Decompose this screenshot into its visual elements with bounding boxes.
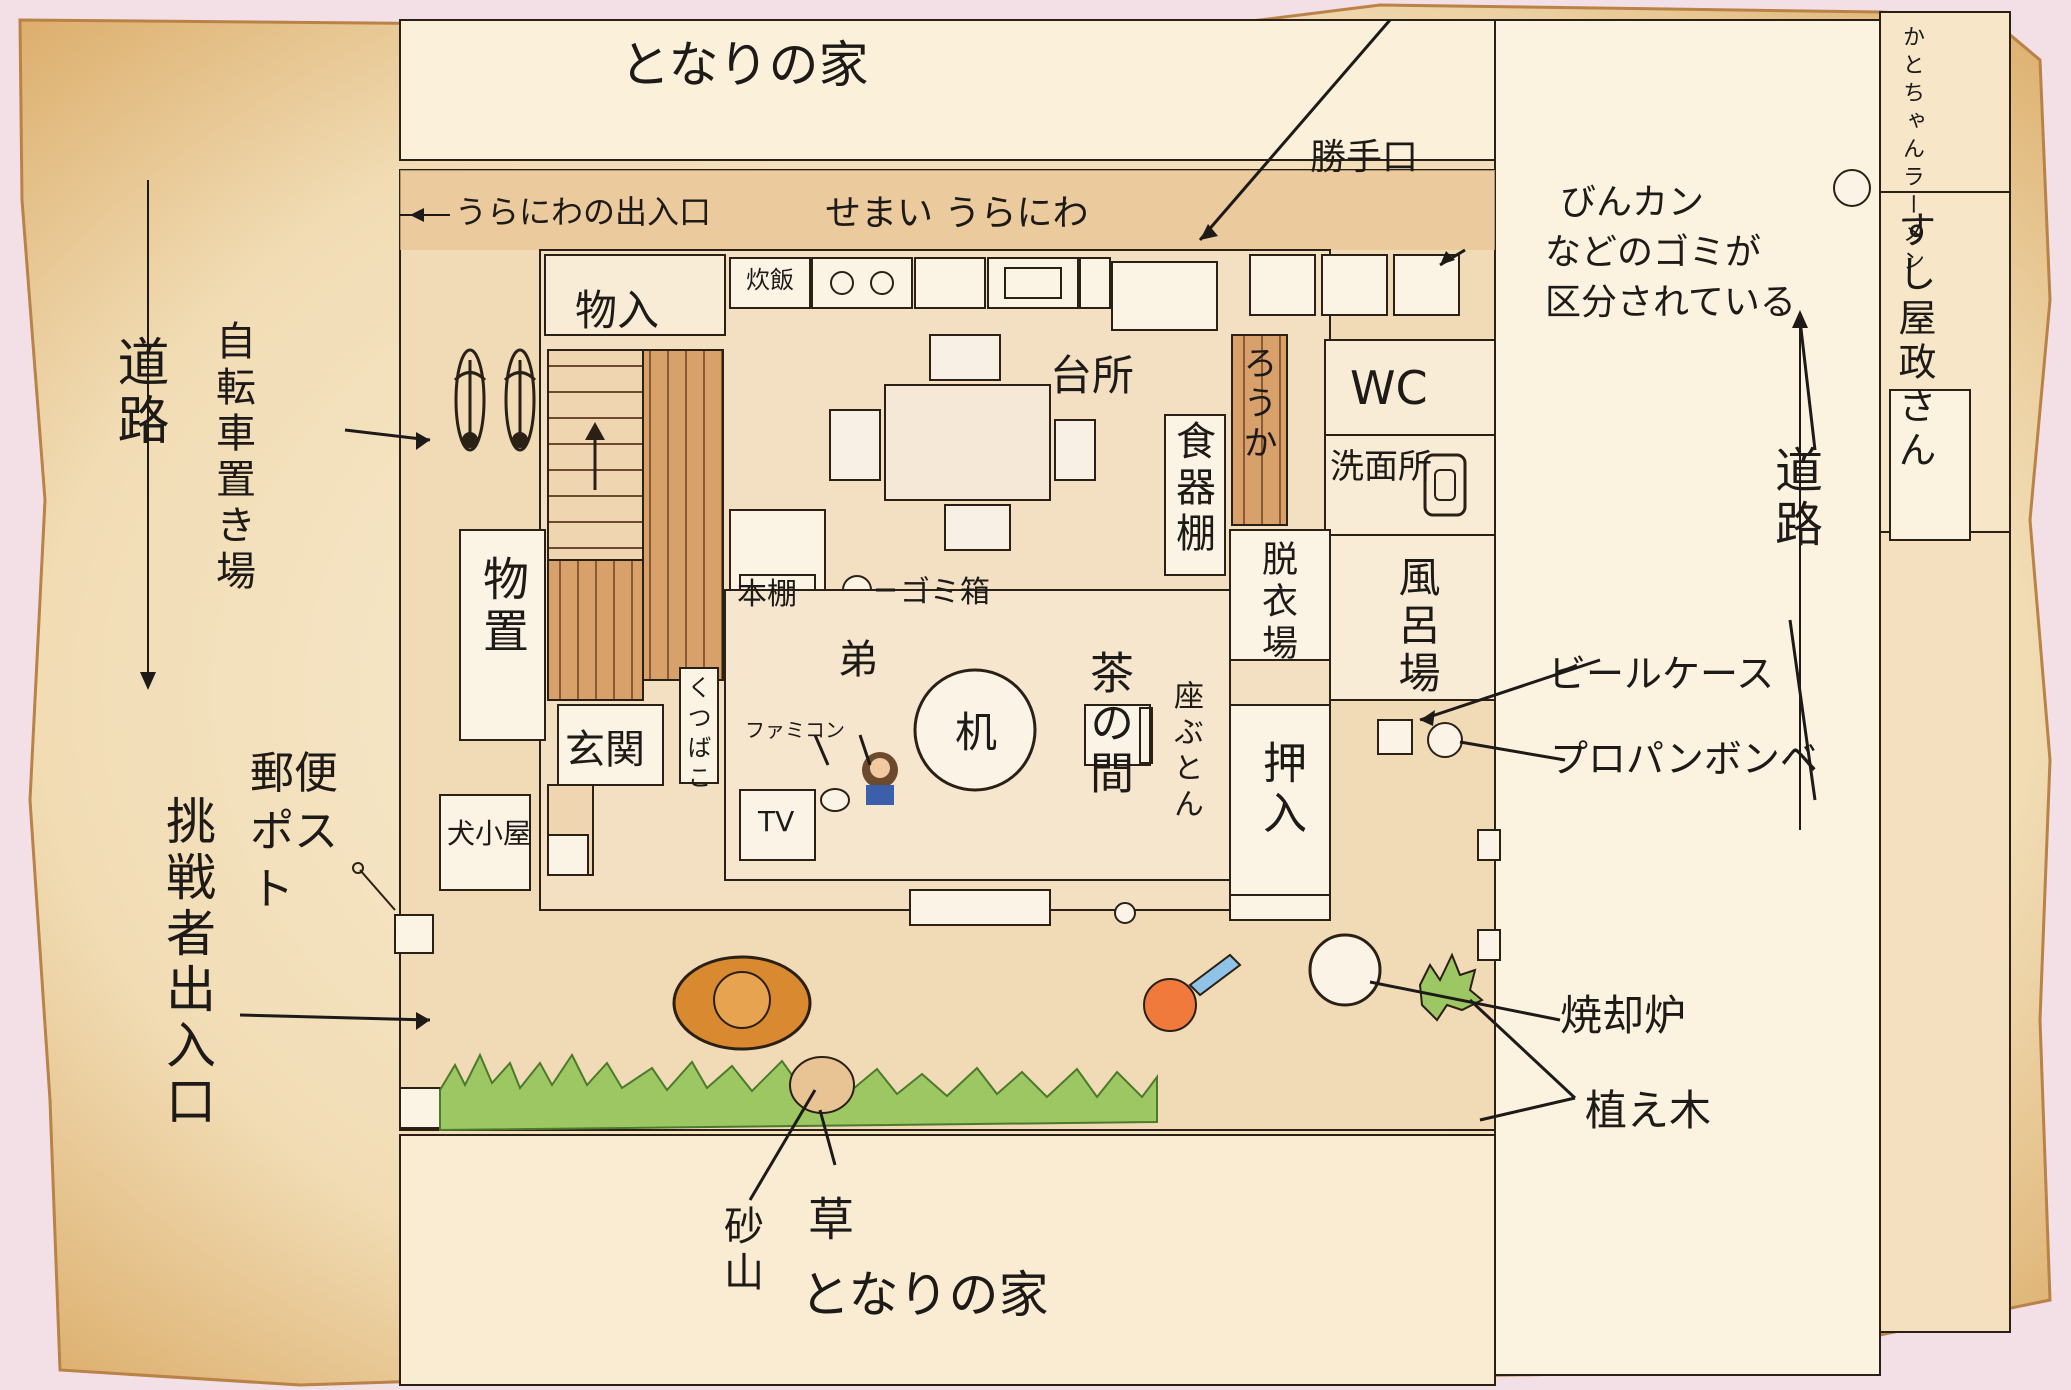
- shop-ramen-label: かとちゃんラーメン: [1899, 25, 1924, 277]
- doghouse-box: [439, 794, 531, 891]
- mailbox-label: 郵便ポスト: [250, 748, 338, 915]
- shed-box: [459, 529, 546, 741]
- challenger-entrance-label: 挑戦者出入口: [158, 795, 216, 1131]
- backyard-gate-label: うらにわの出入口: [455, 193, 712, 231]
- changing-room-label: 脱衣場: [1256, 540, 1297, 666]
- back-entrance-label: 勝手口: [1310, 137, 1419, 178]
- wc-box: [1324, 339, 1496, 436]
- sand-pile-label: 砂山: [717, 1205, 763, 1297]
- table-label: 机: [955, 708, 998, 757]
- grass-label: 草: [801, 1195, 855, 1247]
- entrance-label: 玄関: [565, 727, 645, 773]
- sand-pile-shape: [789, 1056, 855, 1114]
- cupboard-box: [1164, 414, 1226, 576]
- tv-label: TV: [758, 805, 795, 838]
- washroom-label: 洗面所: [1330, 447, 1432, 487]
- incinerator-shape: [1308, 933, 1382, 1007]
- shed-label: 物置: [476, 555, 530, 659]
- shop-sushi-label: すし屋政さん: [1892, 210, 1936, 474]
- road-right-label: 道路: [1766, 445, 1822, 553]
- storage-top-label: 物入: [575, 286, 660, 335]
- washroom-box: [1324, 434, 1496, 536]
- neighbor-bottom-label: となりの家: [800, 1266, 1049, 1324]
- bookshelf-label: 本棚: [737, 577, 797, 612]
- cushion-label: 座ぶとん: [1168, 680, 1203, 824]
- low-table-shape: [913, 668, 1037, 792]
- narrow-yard-label: せまい うらにわ: [825, 193, 1089, 234]
- kitchen-table: [884, 384, 1051, 501]
- neighbor-bottom-lot: [399, 1134, 1496, 1386]
- rice-cooker-label: 炊飯: [746, 266, 794, 294]
- garbage-note-line2: などのゴミが: [1545, 232, 1762, 273]
- doghouse-label: 犬小屋: [447, 817, 532, 850]
- cupboard-label: 食器棚: [1169, 420, 1215, 558]
- corridor-right: [1231, 334, 1288, 526]
- shop-ramen-box: [1879, 11, 2011, 193]
- closet-box: [1229, 704, 1331, 896]
- propane-label: プロパンボンベ: [1550, 737, 1818, 781]
- plants-label: 植え木: [1585, 1086, 1712, 1135]
- neighbor-top-lot: [399, 19, 1496, 161]
- closet-label: 押入: [1255, 740, 1306, 840]
- trash-can-label: ゴミ箱: [900, 575, 990, 610]
- changing-box: [1229, 529, 1331, 661]
- little-brother-label: 弟: [838, 637, 878, 683]
- living-room-label: 茶の間: [1082, 650, 1133, 800]
- garbage-note-line1: びんカン: [1560, 182, 1705, 223]
- bath-label: 風呂場: [1392, 555, 1441, 699]
- incinerator-label: 焼却炉: [1560, 991, 1687, 1040]
- backyard-strip: [400, 170, 1495, 250]
- kitchen-label: 台所: [1050, 351, 1135, 400]
- famicom-label: ファミコン: [745, 718, 845, 742]
- beer-case-label: ビールケース: [1548, 652, 1775, 696]
- wc-label: WC: [1350, 361, 1428, 415]
- hallway-label: ろうか: [1237, 345, 1277, 465]
- wood-hall: [642, 349, 724, 681]
- bath-box: [1329, 534, 1496, 701]
- neighbor-top-label: となりの家: [620, 36, 869, 94]
- shoe-box-label: くつばこ: [683, 675, 711, 795]
- road-left-label: 道路: [108, 335, 168, 451]
- entrance-box: [557, 704, 664, 786]
- right-road-strip: [1494, 19, 1881, 1376]
- garbage-note-line3: 区分されている: [1545, 282, 1796, 323]
- shop-lower-box: [1879, 531, 2011, 1333]
- bicycle-parking-label: 自転車置き場: [209, 320, 255, 596]
- shoebox-box: [679, 667, 719, 784]
